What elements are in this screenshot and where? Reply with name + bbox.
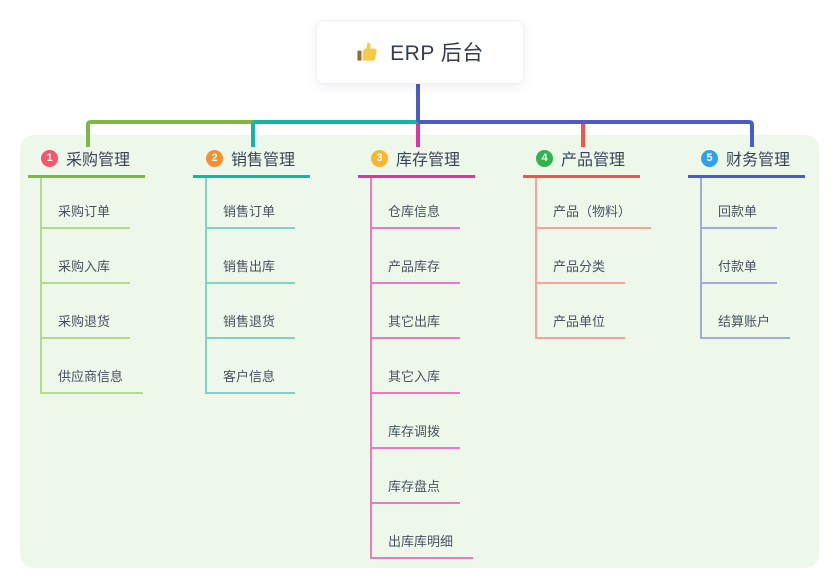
branch-children: 回款单 付款单 结算账户 [700, 178, 791, 339]
root-node[interactable]: ERP 后台 [316, 20, 524, 84]
child-node[interactable]: 产品分类 [537, 256, 626, 284]
branch-title-label: 财务管理 [726, 152, 791, 169]
child-node[interactable]: 其它出库 [372, 311, 461, 339]
branch-title-label: 采购管理 [66, 152, 131, 169]
child-node[interactable]: 出库库明细 [372, 531, 474, 559]
branch-title-label: 销售管理 [231, 152, 296, 169]
child-node[interactable]: 销售订单 [207, 201, 296, 229]
branch-title-label: 库存管理 [396, 152, 461, 169]
child-node[interactable]: 产品（物料） [537, 201, 652, 229]
branch-children: 销售订单 销售出库 销售退货 客户信息 [205, 178, 296, 394]
thumbs-up-icon [356, 41, 379, 64]
branch-title-finance[interactable]: 5 财务管理 [688, 148, 805, 178]
branch-sales: 2 销售管理 销售订单 销售出库 销售退货 客户信息 [193, 148, 310, 394]
branch-finance: 5 财务管理 回款单 付款单 结算账户 [688, 148, 805, 339]
child-node[interactable]: 库存调拨 [372, 421, 461, 449]
child-node[interactable]: 采购退货 [42, 311, 131, 339]
child-node[interactable]: 仓库信息 [372, 201, 461, 229]
child-node[interactable]: 销售退货 [207, 311, 296, 339]
child-node[interactable]: 采购订单 [42, 201, 131, 229]
branch-number-badge: 5 [701, 149, 718, 167]
root-title: ERP 后台 [390, 42, 484, 65]
branch-children: 采购订单 采购入库 采购退货 供应商信息 [40, 178, 144, 394]
child-node[interactable]: 客户信息 [207, 366, 296, 394]
child-node[interactable]: 付款单 [702, 256, 778, 284]
child-node[interactable]: 结算账户 [702, 311, 791, 339]
child-node[interactable]: 销售出库 [207, 256, 296, 284]
child-node[interactable]: 采购入库 [42, 256, 131, 284]
branch-inventory: 3 库存管理 仓库信息 产品库存 其它出库 其它入库 库存调拨 库存盘点 出库库… [358, 148, 475, 559]
child-node[interactable]: 供应商信息 [42, 366, 144, 394]
branch-title-product[interactable]: 4 产品管理 [523, 148, 640, 178]
branch-title-inventory[interactable]: 3 库存管理 [358, 148, 475, 178]
child-node[interactable]: 库存盘点 [372, 476, 461, 504]
branch-children: 仓库信息 产品库存 其它出库 其它入库 库存调拨 库存盘点 出库库明细 [370, 178, 474, 559]
branch-product: 4 产品管理 产品（物料） 产品分类 产品单位 [523, 148, 652, 339]
branch-number-badge: 4 [536, 149, 553, 167]
mindmap-canvas [20, 135, 819, 568]
branch-title-purchase[interactable]: 1 采购管理 [28, 148, 145, 178]
child-node[interactable]: 产品库存 [372, 256, 461, 284]
branch-title-sales[interactable]: 2 销售管理 [193, 148, 310, 178]
child-node[interactable]: 其它入库 [372, 366, 461, 394]
branch-number-badge: 2 [206, 149, 223, 167]
child-node[interactable]: 产品单位 [537, 311, 626, 339]
child-node[interactable]: 回款单 [702, 201, 778, 229]
branch-number-badge: 1 [41, 149, 58, 167]
branch-children: 产品（物料） 产品分类 产品单位 [535, 178, 652, 339]
branch-purchase: 1 采购管理 采购订单 采购入库 采购退货 供应商信息 [28, 148, 145, 394]
branch-title-label: 产品管理 [561, 152, 626, 169]
branch-number-badge: 3 [371, 149, 388, 167]
